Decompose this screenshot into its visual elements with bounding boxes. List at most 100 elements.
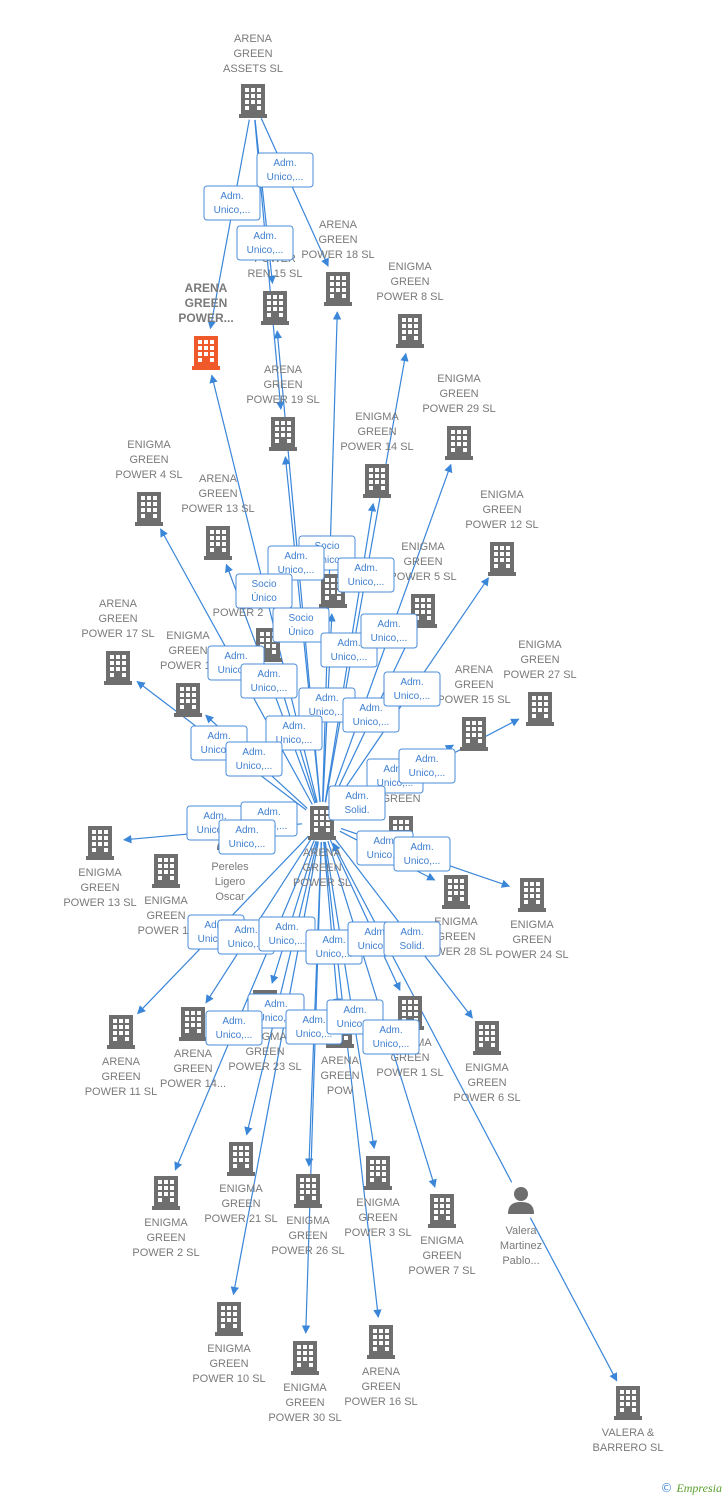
edge-role-label[interactable]: Adm.Solid. — [328, 785, 386, 821]
edge-valera-to-center — [332, 842, 513, 1183]
node-label-line: ARENA — [174, 1048, 213, 1060]
node-label-line: POWER 15 SL — [437, 694, 510, 706]
edge-role-label[interactable]: Adm.Unico,... — [225, 741, 283, 777]
node-label-line: GREEN — [168, 645, 207, 657]
edge-label-text: Unico,... — [337, 1019, 374, 1030]
edge-role-label[interactable]: Adm.Unico,... — [383, 671, 441, 707]
node-valera[interactable]: ValeraMartinezPablo... — [500, 1187, 542, 1267]
building-icon — [445, 426, 473, 460]
node-label-line: ENIGMA — [480, 489, 524, 501]
node-label-line: POWER 12 SL — [465, 519, 538, 531]
footer-brand[interactable]: ©Empresia — [660, 1481, 722, 1496]
edge-label-text: Adm. — [273, 158, 296, 169]
edge-role-label[interactable]: Adm.Unico,... — [360, 613, 418, 649]
edge-center-to-ep3 — [324, 841, 378, 1150]
node-valera_sl[interactable]: VALERA &BARRERO SL — [593, 1386, 664, 1454]
edge-role-label[interactable]: Adm.Unico,... — [203, 185, 261, 221]
node-label-line: GREEN — [80, 882, 119, 894]
edge-role-label[interactable]: Adm. Unico,... — [218, 819, 276, 855]
edge-role-label[interactable]: Adm.Unico,... — [265, 715, 323, 751]
node-label-line: GREEN — [101, 1071, 140, 1083]
node-label-line: ENIGMA — [286, 1215, 330, 1227]
edge-role-label[interactable]: Adm.Unico,... — [337, 557, 395, 593]
building-icon — [294, 1174, 322, 1208]
node-label-line: GREEN — [285, 1397, 324, 1409]
node-label-line: POWER 24 SL — [495, 949, 568, 961]
edge-role-label[interactable]: Adm.Unico,... — [393, 836, 451, 872]
node-label-line: ENIGMA — [166, 630, 210, 642]
node-focus[interactable]: ARENAGREENPOWER... — [178, 281, 234, 370]
building-icon — [152, 854, 180, 888]
edge-role-label[interactable]: Adm.Unico,... — [362, 1019, 420, 1055]
node-label-line: GREEN — [263, 379, 302, 391]
edge-role-label[interactable]: Adm.Unico,... — [256, 152, 314, 188]
edge-label-box — [337, 557, 395, 593]
node-label-line: POWER 29 SL — [422, 403, 495, 415]
node-label-line: POWER 30 SL — [268, 1412, 341, 1424]
edge-role-label[interactable]: Adm.Unico,... — [398, 748, 456, 784]
edge-label-box — [256, 152, 314, 188]
edge-role-label[interactable]: Adm.Unico,... — [342, 697, 400, 733]
edge-label-text: Adm. — [207, 731, 230, 742]
building-icon — [367, 1325, 395, 1359]
node-ep26[interactable]: ENIGMA GREEN POWER 26 SL — [271, 1174, 345, 1257]
edge-role-label[interactable]: Adm.Unico,... — [205, 1010, 263, 1046]
edge-role-label[interactable]: Adm.Unico,... — [236, 225, 294, 261]
edge-label-text: Adm. — [235, 825, 258, 836]
edge-label-box — [328, 785, 386, 821]
node-label-line: POWER 6 SL — [453, 1092, 520, 1104]
edge-role-label[interactable]: Adm.Unico,... — [267, 545, 325, 581]
node-p2x[interactable]: POWER 2 — [213, 607, 282, 662]
edge-label-text: Unico,... — [276, 735, 313, 746]
node-label-line: POWER 26 SL — [271, 1245, 344, 1257]
edge-label-text: Único — [251, 591, 277, 604]
node-label-line: Oscar — [215, 891, 245, 903]
node-label-line: ARENA — [303, 847, 342, 859]
node-label-line: POWER 11 — [160, 660, 216, 672]
node-ep11[interactable]: ENIGMA GREEN POWER 11 — [160, 630, 216, 717]
edge-role-label[interactable]: Adm.Unico,... — [240, 663, 298, 699]
edge-role-label[interactable]: Adm.Solid. — [383, 921, 441, 957]
node-label-line: GREEN — [288, 1230, 327, 1242]
node-ap15r[interactable]: POWERREN 15 SL — [247, 253, 303, 325]
edge-label-box — [398, 748, 456, 784]
edge-label-text: Unico,... — [229, 839, 266, 850]
edge-label-text: Socio — [288, 613, 313, 624]
edge-label-text: Unico,... — [353, 717, 390, 728]
edge-label-text: Adm. — [257, 669, 280, 680]
node-label-line: POWER 16 SL — [344, 1396, 417, 1408]
edge-assets-to-focus — [207, 119, 250, 330]
